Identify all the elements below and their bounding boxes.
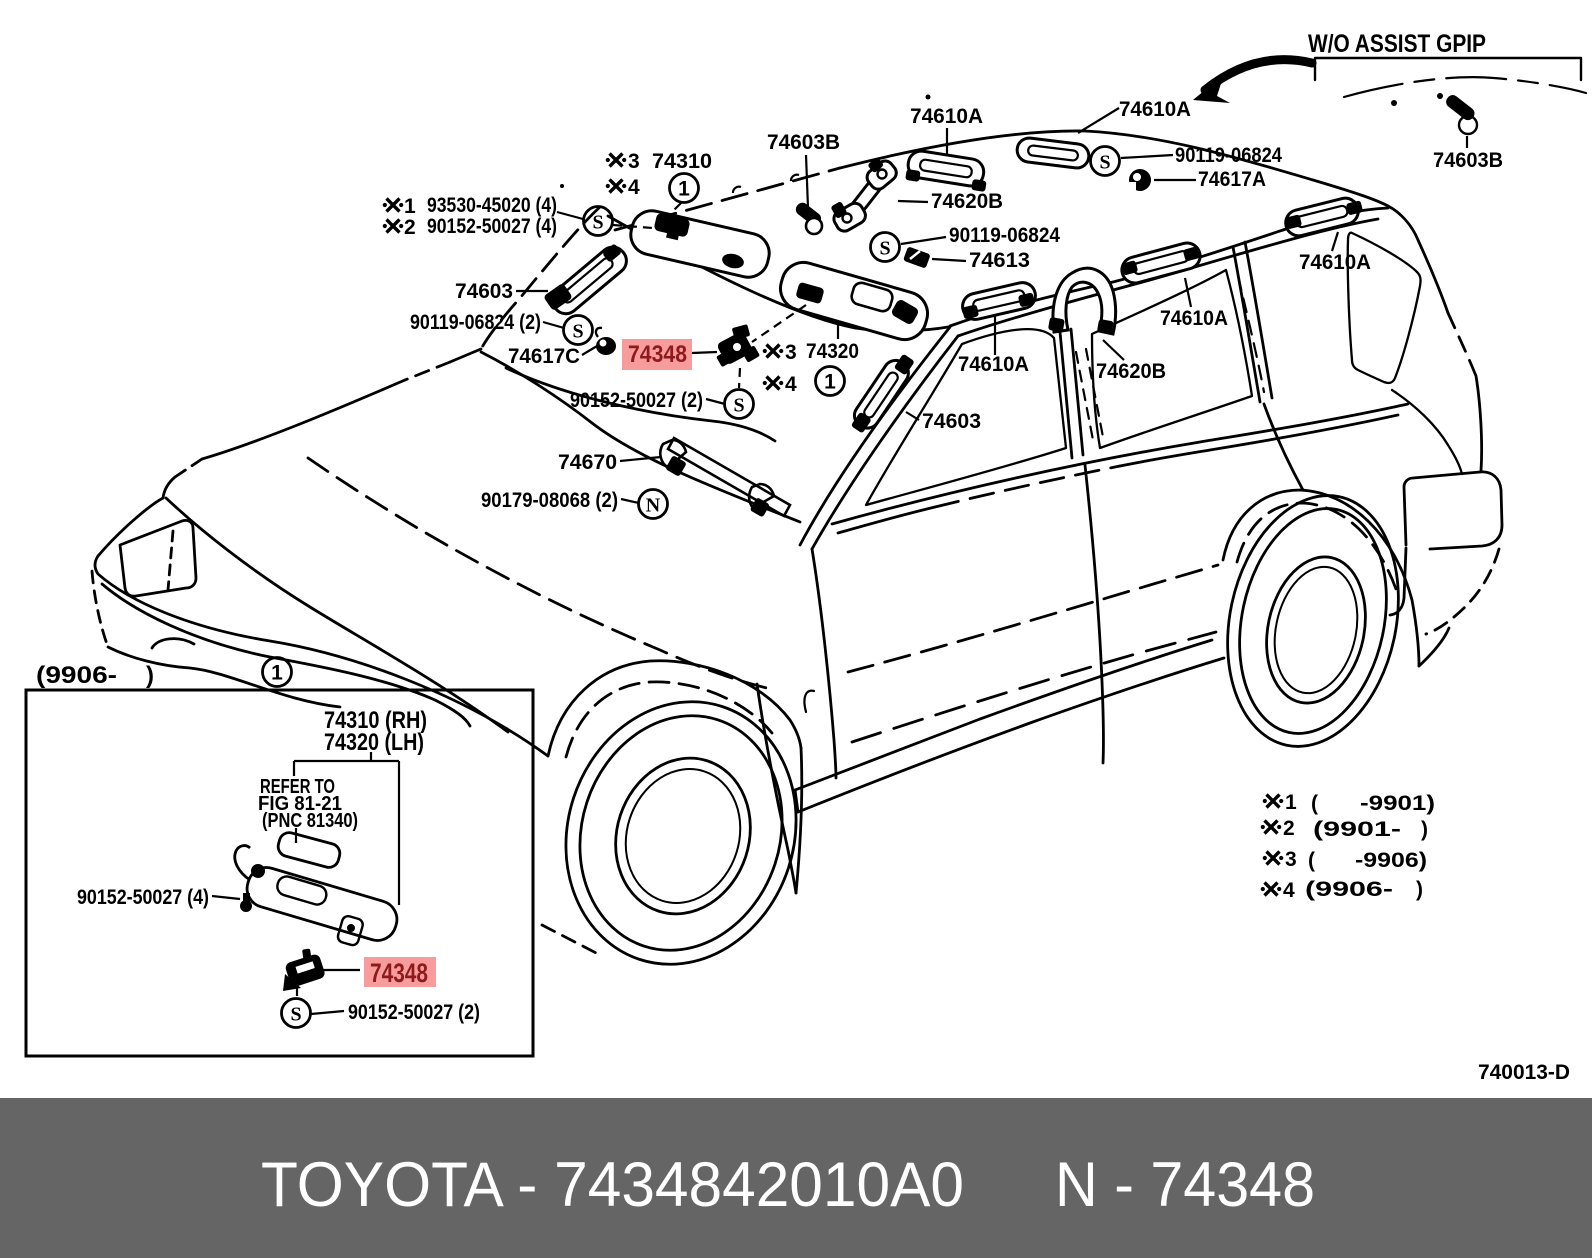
svg-text:74310 (RH): 74310 (RH)	[324, 707, 427, 734]
svg-text:4: 4	[785, 373, 797, 396]
svg-text:74610A: 74610A	[1119, 98, 1191, 121]
svg-text:74613: 74613	[969, 249, 1030, 272]
svg-text:3: 3	[1285, 848, 1297, 871]
svg-text:(PNC 81340): (PNC 81340)	[262, 810, 358, 832]
svg-text:1: 1	[1285, 791, 1297, 814]
svg-text:74348: 74348	[370, 958, 428, 988]
svg-text:74620B: 74620B	[931, 190, 1003, 213]
svg-text:90152-50027 (2): 90152-50027 (2)	[348, 1001, 480, 1024]
svg-text:74320: 74320	[806, 340, 859, 363]
svg-text:74348: 74348	[628, 341, 687, 368]
svg-text:90119-06824: 90119-06824	[1175, 144, 1282, 167]
svg-text:-9906): -9906)	[1355, 849, 1427, 872]
svg-text:2: 2	[1283, 817, 1295, 840]
svg-text:90152-50027 (4): 90152-50027 (4)	[427, 215, 557, 238]
svg-text:W/O ASSIST GPIP: W/O ASSIST GPIP	[1308, 30, 1486, 58]
svg-text:74610A: 74610A	[910, 105, 983, 128]
svg-text:): )	[146, 662, 154, 689]
svg-text:74610A: 74610A	[1299, 251, 1371, 274]
svg-text:74603: 74603	[922, 410, 981, 433]
svg-text:): )	[1416, 878, 1423, 901]
svg-text:(: (	[1311, 792, 1318, 815]
svg-text:90119-06824 (2): 90119-06824 (2)	[410, 311, 541, 334]
svg-text:(: (	[1308, 849, 1315, 872]
svg-text:74603: 74603	[455, 280, 513, 303]
svg-text:74603B: 74603B	[767, 131, 840, 154]
svg-text:90152-50027 (4): 90152-50027 (4)	[77, 886, 209, 909]
svg-text:93530-45020 (4): 93530-45020 (4)	[427, 194, 557, 217]
svg-text:74620B: 74620B	[1096, 360, 1166, 383]
svg-text:3: 3	[785, 341, 797, 364]
svg-text:1: 1	[404, 195, 416, 218]
svg-text:(9906-: (9906-	[36, 662, 117, 689]
svg-text:3: 3	[628, 150, 640, 173]
svg-text:74320 (LH): 74320 (LH)	[324, 729, 424, 756]
svg-text:2: 2	[404, 216, 416, 239]
svg-text:90119-06824: 90119-06824	[949, 224, 1060, 247]
svg-text:4: 4	[1283, 879, 1295, 902]
svg-text:74617C: 74617C	[508, 345, 580, 368]
svg-text:): )	[1421, 818, 1428, 841]
svg-text:74603B: 74603B	[1433, 149, 1503, 172]
svg-text:90179-08068 (2): 90179-08068 (2)	[481, 489, 618, 512]
svg-text:4: 4	[628, 176, 640, 199]
svg-text:74617A: 74617A	[1198, 168, 1266, 191]
svg-text:74610A: 74610A	[1160, 307, 1228, 330]
svg-text:(9906-: (9906-	[1305, 878, 1393, 901]
svg-text:74310: 74310	[652, 150, 712, 173]
svg-text:740013-D: 740013-D	[1478, 1061, 1570, 1084]
svg-text:FIG 81-21: FIG 81-21	[258, 793, 342, 815]
svg-text:TOYOTA - 7434842010A0: TOYOTA - 7434842010A0	[261, 1150, 964, 1220]
svg-text:REFER TO: REFER TO	[260, 776, 335, 798]
svg-text:90152-50027 (2): 90152-50027 (2)	[570, 389, 703, 412]
svg-text:74670: 74670	[558, 451, 617, 474]
svg-text:-9901): -9901)	[1360, 792, 1435, 815]
svg-text:N - 74348: N - 74348	[1055, 1150, 1315, 1220]
svg-text:74610A: 74610A	[958, 353, 1029, 376]
svg-text:(9901-: (9901-	[1313, 818, 1401, 841]
